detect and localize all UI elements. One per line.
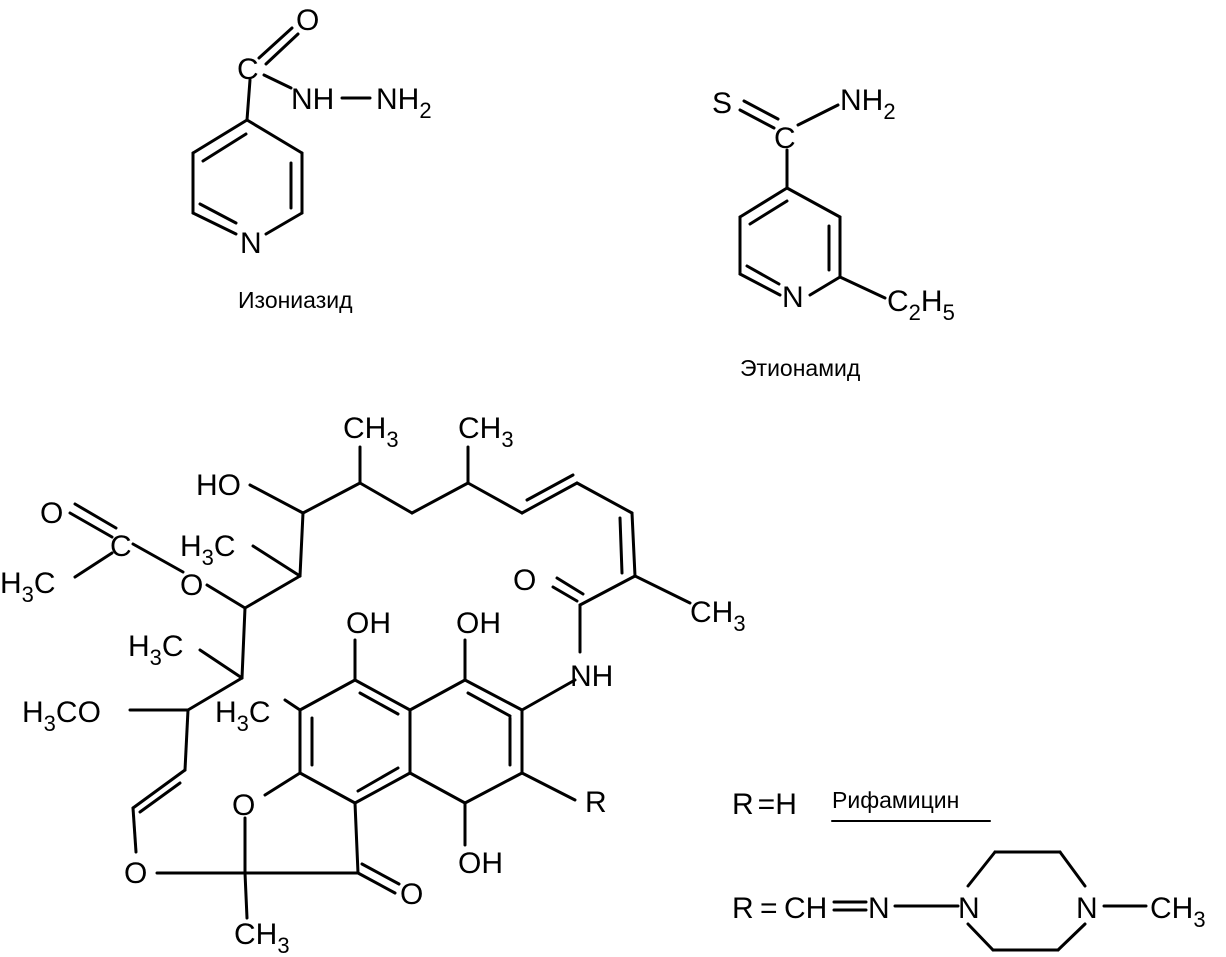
ethionamide-nh2-subscript: 2 bbox=[883, 99, 895, 124]
rifamycin-h3c-1-h: H bbox=[180, 530, 202, 563]
ethionamide-nh2: NH2 bbox=[840, 84, 896, 124]
rifamycin-acetyl-oxygen: O bbox=[40, 497, 63, 530]
rifampicin-r: R bbox=[732, 892, 754, 925]
ethionamide-thio-carbon: C bbox=[774, 122, 796, 155]
rifampicin-ch3-subscript: 3 bbox=[1193, 907, 1205, 932]
isoniazid-nh2-subscript: 2 bbox=[419, 98, 431, 123]
rifamycin-h3co: H3CO bbox=[22, 696, 101, 736]
ethionamide-ring-nitrogen: N bbox=[782, 281, 804, 314]
ethionamide-ethyl-group: C2H5 bbox=[887, 285, 955, 325]
rifamycin-h3c-acetyl-subscript: 3 bbox=[22, 582, 34, 607]
rifamycin-h3c-acetyl-c: C bbox=[34, 567, 56, 600]
rifampicin-n-imine: N bbox=[868, 892, 890, 925]
rifamycin-ester-oxygen: O bbox=[180, 569, 203, 602]
rifamycin-variant-label: R=H bbox=[732, 788, 797, 821]
rifamycin-ring-oxygen-2: O bbox=[124, 857, 147, 890]
ethionamide-ethyl-h-subscript: 5 bbox=[943, 300, 955, 325]
isoniazid-carbonyl-carbon: C bbox=[237, 53, 259, 86]
rifampicin-eq: = bbox=[760, 892, 778, 925]
rifamycin-ch3-bottom-ch: CH bbox=[234, 918, 277, 951]
rifampicin-n-piperazine-2: N bbox=[1076, 892, 1098, 925]
rifamycin-h3c-1-subscript: 3 bbox=[202, 545, 214, 570]
isoniazid-ring-nitrogen: N bbox=[240, 227, 262, 260]
isoniazid-bonds bbox=[191, 26, 372, 236]
rifampicin-ch3-ch: CH bbox=[1150, 892, 1193, 925]
rifamycin-h3c-2-subscript: 3 bbox=[150, 645, 162, 670]
rifamycin-variants: R=H Рифамицин R = CH N N N CH3 bbox=[732, 787, 1206, 952]
rifamycin-keto-oxygen: O bbox=[400, 878, 423, 911]
ethionamide-ethyl-c-subscript: 2 bbox=[909, 300, 921, 325]
rifamycin-h3c-2-h: H bbox=[128, 630, 150, 663]
ethionamide-caption: Этионамид bbox=[740, 355, 861, 381]
isoniazid-carbonyl-oxygen: O bbox=[296, 4, 319, 37]
rifamycin-variant-eq: = bbox=[758, 788, 776, 821]
rifamycin-r-group: R bbox=[585, 786, 607, 819]
rifamycin-ch3-top-2: CH3 bbox=[458, 412, 514, 452]
rifamycin-h3co-subscript: 3 bbox=[44, 711, 56, 736]
rifampicin-ch3: CH3 bbox=[1150, 892, 1206, 932]
rifamycin-h3c-aromatic-h: H bbox=[215, 696, 237, 729]
rifamycin-ch3-top-1-ch: CH bbox=[343, 412, 386, 445]
rifamycin-bonds bbox=[68, 445, 692, 920]
isoniazid-caption: Изониазид bbox=[238, 287, 353, 313]
rifamycin-ring-oxygen-1: O bbox=[232, 789, 255, 822]
rifamycin-amide-oxygen: O bbox=[513, 564, 536, 597]
isoniazid-structure: O C NH NH2 N Изониазид bbox=[191, 4, 432, 313]
rifamycin-h3c-aromatic-subscript: 3 bbox=[237, 711, 249, 736]
ethionamide-bonds bbox=[738, 99, 887, 300]
rifamycin-oh-3: OH bbox=[458, 847, 503, 880]
rifamycin-h3co-co: CO bbox=[56, 696, 101, 729]
rifamycin-ch3-top-2-ch: CH bbox=[458, 412, 501, 445]
rifampicin-substituent: R = CH N N N CH3 bbox=[732, 850, 1206, 952]
ethionamide-ethyl-c: C bbox=[887, 285, 909, 318]
rifamycin-ch3-top-1-subscript: 3 bbox=[386, 427, 398, 452]
rifamycin-ch3-right-subscript: 3 bbox=[733, 611, 745, 636]
rifamycin-ch3-right: CH3 bbox=[690, 596, 746, 636]
ethionamide-sulfur: S bbox=[712, 87, 732, 120]
rifamycin-nh: NH bbox=[570, 660, 613, 693]
rifamycin-oh-1: OH bbox=[346, 607, 391, 640]
rifamycin-acetyl-carbon: C bbox=[110, 530, 132, 563]
rifamycin-oh-2: OH bbox=[456, 607, 501, 640]
rifamycin-ch3-top-2-subscript: 3 bbox=[501, 427, 513, 452]
rifamycin-ch3-top-1: CH3 bbox=[343, 412, 399, 452]
rifamycin-h3c-2: H3C bbox=[128, 630, 184, 670]
rifamycin-h3c-aromatic-c: C bbox=[249, 696, 271, 729]
rifamycin-ho: HO bbox=[196, 469, 241, 502]
rifamycin-h3co-h: H bbox=[22, 696, 44, 729]
rifamycin-h3c-acetyl-h: H bbox=[0, 567, 22, 600]
isoniazid-nh: NH bbox=[291, 83, 334, 116]
isoniazid-nh2: NH2 bbox=[376, 83, 432, 123]
rifamycin-ch3-right-ch: CH bbox=[690, 596, 733, 629]
rifamycin-caption: Рифамицин bbox=[832, 787, 959, 813]
isoniazid-nh2-base: NH bbox=[376, 83, 419, 116]
rifamycin-h3c-1: H3C bbox=[180, 530, 236, 570]
rifamycin-h3c-aromatic: H3C bbox=[215, 696, 271, 736]
rifampicin-ch: CH bbox=[784, 892, 827, 925]
rifamycin-structure: CH3 CH3 HO O C H3C O H3C H3C H3CO H3C O … bbox=[0, 412, 746, 957]
rifamycin-h3c-acetyl: H3C bbox=[0, 567, 56, 607]
rifamycin-ch3-bottom: CH3 bbox=[234, 918, 290, 957]
ethionamide-structure: S C NH2 N C2H5 Этионамид bbox=[712, 84, 955, 381]
rifamycin-variant-r: R bbox=[732, 788, 754, 821]
rifampicin-n-piperazine-1: N bbox=[958, 892, 980, 925]
rifamycin-variant-h: H bbox=[775, 788, 797, 821]
rifamycin-h3c-2-c: C bbox=[162, 630, 184, 663]
ethionamide-nh2-base: NH bbox=[840, 84, 883, 117]
rifamycin-ch3-bottom-subscript: 3 bbox=[277, 933, 289, 957]
ethionamide-ethyl-h: H bbox=[921, 285, 943, 318]
rifamycin-h3c-1-c: C bbox=[214, 530, 236, 563]
